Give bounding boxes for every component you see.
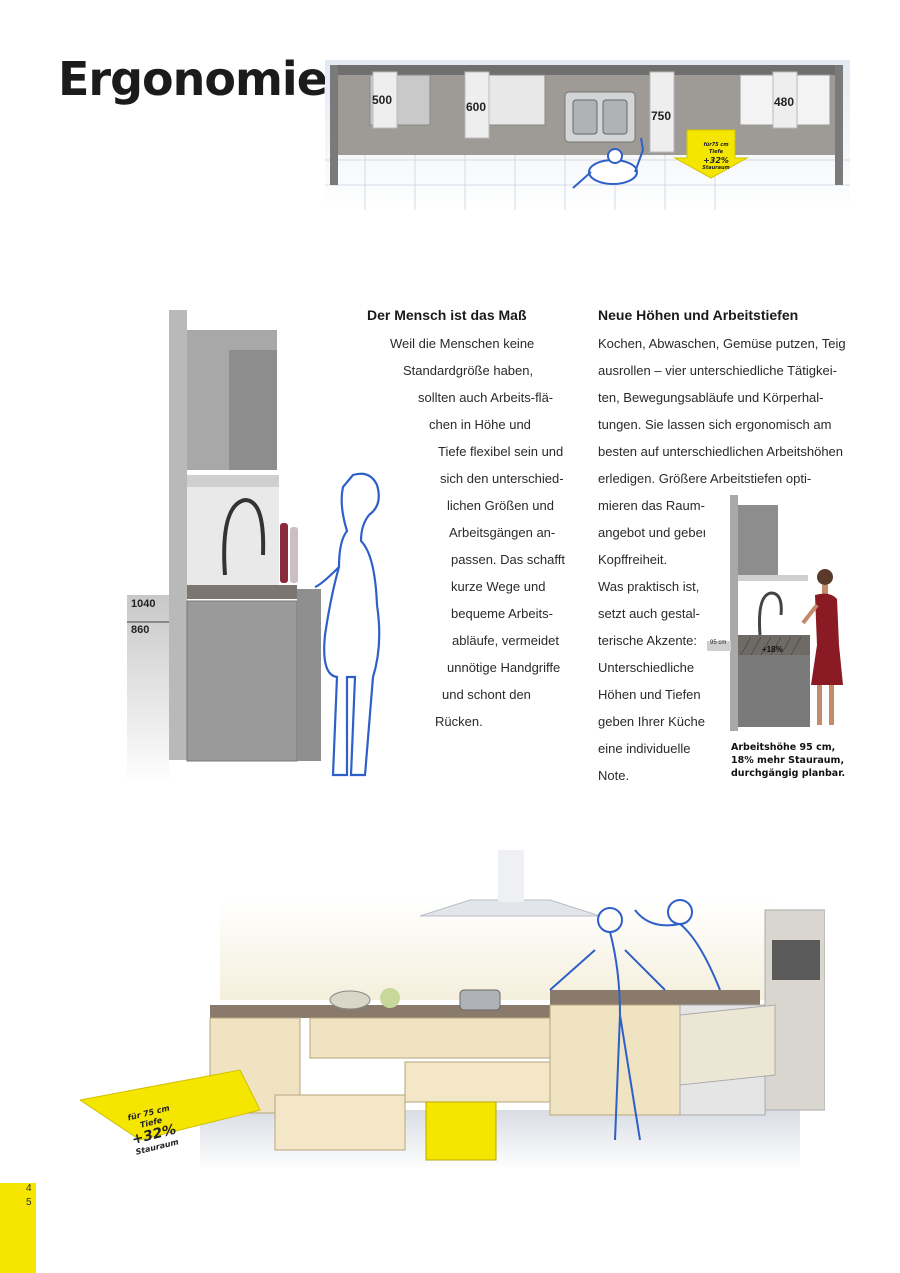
right-line-13: Unterschiedliche — [598, 660, 695, 675]
height-label-860: 860 — [131, 624, 150, 636]
left-line-6: sich den unterschied- — [440, 471, 564, 486]
right-line-6: erledigen. Größere Arbeitstiefen opti- — [598, 471, 812, 486]
heading-left: Der Mensch ist das Maß — [367, 307, 527, 323]
right-line-3: ten, Bewegungsabläufe und Körperhal- — [598, 390, 824, 405]
photo-caption: Arbeitshöhe 95 cm, 18% mehr Stauraum, du… — [731, 741, 845, 780]
left-line-3: sollten auch Arbeits-flä- — [418, 390, 554, 405]
page-number-left: 4 — [26, 1183, 32, 1194]
height-label-1040: 1040 — [131, 598, 156, 610]
right-line-10: Was praktisch ist, — [598, 579, 700, 594]
top-badge: für75 cm Tiefe +32% Stauraum — [702, 142, 730, 171]
right-line-2: ausrollen – vier unterschiedliche Tätigk… — [598, 363, 837, 378]
page-number-right: 5 — [26, 1197, 32, 1208]
left-line-9: passen. Das schafft — [451, 552, 565, 567]
right-line-5: besten auf unterschiedlichen Arbeitshöhe… — [598, 444, 844, 459]
width-label-600: 600 — [466, 100, 487, 114]
photo-percent-tag: +18% — [762, 645, 783, 654]
caption-line-1: Arbeitshöhe 95 cm, — [731, 742, 836, 753]
kitchen-photo — [705, 495, 855, 735]
page-title: Ergonomie — [58, 52, 328, 106]
right-line-17: Note. — [598, 768, 630, 783]
caption-line-3: durchgängig planbar. — [731, 768, 846, 779]
left-line-14: und schont den — [442, 687, 531, 702]
page-tab — [0, 1183, 36, 1273]
left-line-12: abläufe, vermeidet — [452, 633, 559, 648]
left-line-15: Rücken. — [435, 714, 483, 729]
right-line-1: Kochen, Abwaschen, Gemüse putzen, Teig — [598, 336, 846, 351]
width-label-750: 750 — [651, 109, 672, 123]
width-label-500: 500 — [372, 93, 393, 107]
top-kitchen-illustration — [325, 60, 850, 210]
left-line-5: Tiefe flexibel sein und — [438, 444, 564, 459]
right-line-4: tungen. Sie lassen sich ergonomisch am — [598, 417, 832, 432]
right-line-12: terische Akzente: — [598, 633, 697, 648]
side-kitchen-illustration — [127, 310, 381, 785]
left-line-2: Standardgröße haben, — [403, 363, 534, 378]
right-line-8: angebot und geben — [598, 525, 711, 540]
right-line-16: eine individuelle — [598, 741, 691, 756]
left-line-13: unnötige Handgriffe — [447, 660, 561, 675]
width-label-480: 480 — [774, 95, 795, 109]
caption-line-2: 18% mehr Stauraum, — [731, 755, 845, 766]
right-line-9: Kopffreiheit. — [598, 552, 668, 567]
left-line-7: lichen Größen und — [447, 498, 554, 513]
left-line-1: Weil die Menschen keine — [390, 336, 535, 351]
left-line-4: chen in Höhe und — [429, 417, 531, 432]
left-line-10: kurze Wege und — [451, 579, 546, 594]
right-line-14: Höhen und Tiefen — [598, 687, 701, 702]
right-line-15: geben Ihrer Küche — [598, 714, 705, 729]
left-line-11: bequeme Arbeits- — [451, 606, 553, 621]
photo-height-tag: 95 cm — [710, 640, 727, 646]
right-line-7: mieren das Raum- — [598, 498, 705, 513]
heading-right: Neue Höhen und Arbeitstiefen — [598, 307, 799, 323]
left-line-8: Arbeitsgängen an- — [449, 525, 556, 540]
right-line-11: setzt auch gestal- — [598, 606, 700, 621]
bottom-kitchen-illustration — [80, 840, 825, 1175]
